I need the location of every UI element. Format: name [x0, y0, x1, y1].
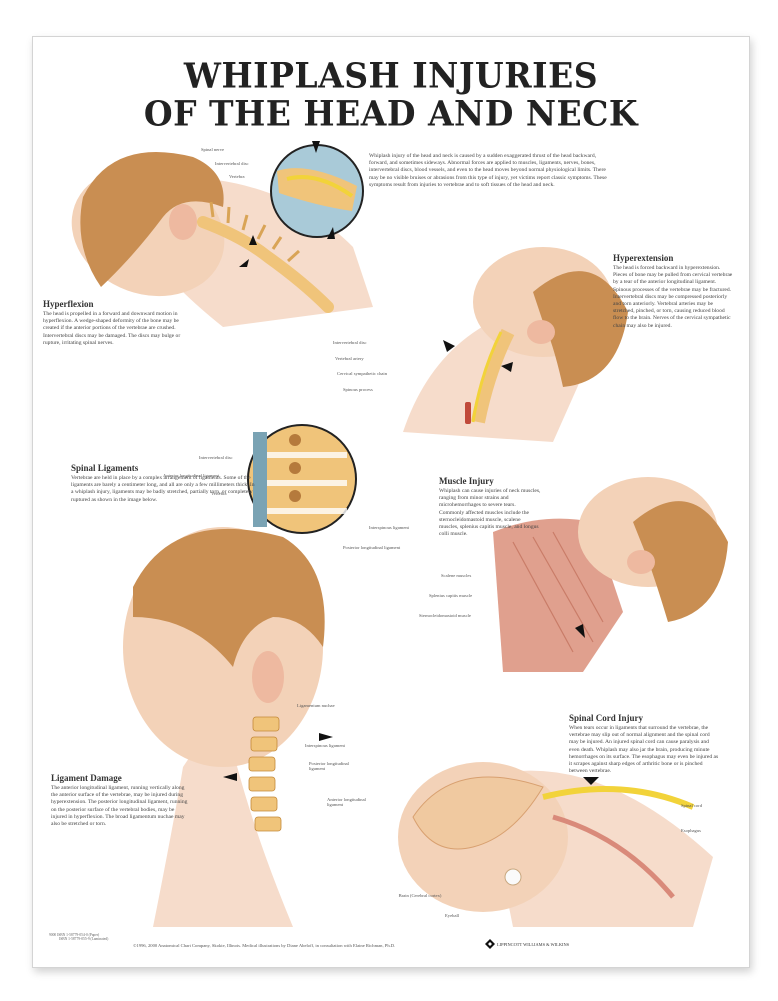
label-spinal-cord: Spinal cord	[681, 803, 703, 808]
spinal-ligaments-heading: Spinal Ligaments	[71, 463, 139, 473]
ligament-damage-heading: Ligament Damage	[51, 773, 122, 783]
isbn-paper: ISBN 1-58779-054-0 (Paper)	[57, 933, 100, 937]
label-spinous-process: Spinous process	[343, 387, 373, 392]
label-splenius-capitis-muscle: Splenius capitis muscle	[429, 593, 473, 598]
label-interspinous-ligament: Interspinous ligament	[369, 525, 409, 530]
copyright-credit: ©1996, 2000 Anatomical Chart Company, Sk…	[133, 943, 396, 948]
page-title: WHIPLASH INJURIES OF THE HEAD AND NECK	[33, 57, 749, 133]
spinal-cord-injury-illustration	[398, 762, 713, 927]
hyperextension-heading: Hyperextension	[613, 253, 674, 263]
label-anterior-longitudinal-ligament-2: Anterior longitudinal ligament	[327, 797, 366, 807]
label-vertebra: Vertebra	[229, 174, 245, 179]
spinal-ligaments-body: Vertebrae are held in place by a complex…	[71, 475, 255, 503]
muscle-injury-body: Whiplash can cause injuries of neck musc…	[439, 488, 541, 538]
title-line-2: OF THE HEAD AND NECK	[143, 92, 639, 134]
isbn-laminated: ISBN 1-58779-055-9 (Laminated)	[59, 937, 109, 942]
code-prefix: 9000	[49, 933, 57, 937]
hyperflexion-heading: Hyperflexion	[43, 299, 94, 309]
label-ligamentum-nuchae: Ligamentum nuchae	[297, 703, 335, 708]
ligament-damage-illustration	[123, 527, 333, 927]
hyperextension-body: The head is forced backward in hyperexte…	[613, 265, 733, 329]
label-anterior-longitudinal-ligament: Anterior longitudinal ligament	[163, 473, 220, 478]
hyperextension-illustration	[403, 247, 628, 442]
label-vertebra-2: Vertebra	[211, 491, 227, 496]
publisher-logo: LIPPINCOTT WILLIAMS & WILKINS	[485, 939, 569, 949]
hyperflexion-text: Hyperflexion The head is propelled in a …	[43, 299, 191, 347]
label-posterior-longitudinal-ligament-2: Posterior longitudinal ligament	[309, 761, 349, 771]
spinal-ligaments-magnifier	[247, 424, 357, 534]
label-vertebral-artery: Vertebral artery	[335, 356, 364, 361]
spinal-cord-injury-heading: Spinal Cord Injury	[569, 713, 644, 723]
ligament-damage-text: Ligament Damage The anterior longitudina…	[51, 773, 189, 828]
title-line-1: WHIPLASH INJURIES	[183, 55, 599, 97]
label-interspinous-ligament-2: Interspinous ligament	[305, 743, 345, 748]
spinal-ligaments-text: Spinal Ligaments Vertebrae are held in p…	[71, 463, 256, 504]
spinal-cord-injury-body: When tears occur in ligaments that surro…	[569, 725, 719, 775]
hyperflexion-magnifier	[270, 141, 364, 239]
label-esophagus: Esophagus	[681, 828, 701, 833]
hyperflexion-illustration	[71, 152, 373, 327]
label-intervertebral-disc-3: Intervertebral disc	[199, 455, 233, 460]
label-cervical-sympathetic-chain: Cervical sympathetic chain	[337, 371, 388, 376]
hyperflexion-body: The head is propelled in a forward and d…	[43, 311, 181, 346]
publisher-name: LIPPINCOTT WILLIAMS & WILKINS	[497, 941, 570, 947]
muscle-injury-illustration	[493, 477, 728, 672]
label-eyeball: Eyeball	[445, 913, 460, 918]
muscle-injury-heading: Muscle Injury	[439, 476, 494, 486]
label-intervertebral-disc: Intervertebral disc	[215, 161, 249, 166]
intro-paragraph: Whiplash injury of the head and neck is …	[369, 153, 607, 188]
label-intervertebral-disc-2: Intervertebral disc	[333, 340, 367, 345]
label-sternocleidomastoid-muscle: Sternocleidomastoid muscle	[419, 613, 471, 618]
hyperextension-text: Hyperextension The head is forced backwa…	[613, 253, 733, 330]
label-spinal-nerve: Spinal nerve	[201, 147, 225, 152]
publisher-diamond-icon	[485, 939, 495, 949]
label-posterior-longitudinal-ligament: Posterior longitudinal ligament	[343, 545, 401, 550]
spinal-cord-injury-text: Spinal Cord Injury When tears occur in l…	[569, 713, 719, 775]
poster: WHIPLASH INJURIES OF THE HEAD AND NECK W…	[32, 36, 750, 968]
label-scalene-muscles: Scalene muscles	[441, 573, 472, 578]
ligament-damage-body: The anterior longitudinal ligament, runn…	[51, 785, 188, 828]
isbn-codes: 9000 ISBN 1-58779-054-0 (Paper) ISBN 1-5…	[49, 933, 108, 942]
intro-text: Whiplash injury of the head and neck is …	[369, 153, 615, 189]
label-brain: Brain (Cerebral cortex)	[398, 893, 442, 898]
muscle-injury-text: Muscle Injury Whiplash can cause injurie…	[439, 476, 541, 538]
